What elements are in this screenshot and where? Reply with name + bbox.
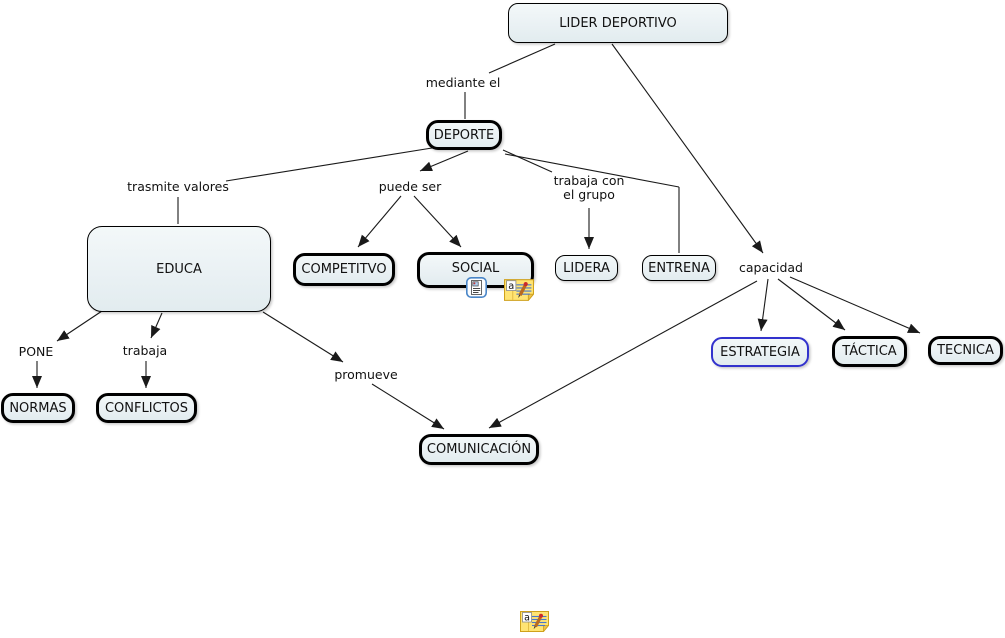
text-annotation-icon[interactable]: a: [520, 610, 550, 633]
text-annotation-icon[interactable]: a: [504, 278, 535, 302]
node-normas[interactable]: NORMAS: [1, 393, 75, 423]
annotation-letter: a: [508, 281, 514, 292]
document-image-glyph: [466, 277, 487, 298]
resource-document-icon[interactable]: [466, 277, 487, 298]
link-label-line1: trabaja con: [553, 173, 625, 188]
link-label-mediante-el[interactable]: mediante el: [425, 75, 501, 90]
link-label-puede-ser[interactable]: puede ser: [378, 179, 442, 194]
node-conflictos[interactable]: CONFLICTOS: [96, 393, 197, 423]
node-lidera[interactable]: LIDERA: [555, 255, 618, 281]
link-label-trasmite-valores[interactable]: trasmite valores: [127, 179, 229, 194]
node-tecnica[interactable]: TECNICA: [928, 336, 1003, 365]
node-competitvo[interactable]: COMPETITVO: [293, 253, 395, 286]
node-comunicacion[interactable]: COMUNICACIÓN: [419, 434, 539, 465]
link-label-promueve[interactable]: promueve: [334, 367, 398, 382]
link-label-line2: el grupo: [563, 186, 615, 202]
node-lider-deportivo[interactable]: LIDER DEPORTIVO: [508, 3, 728, 43]
annotation-note-glyph: a: [520, 611, 550, 633]
node-estrategia[interactable]: ESTRATEGIA: [711, 337, 809, 367]
link-label-trabaja[interactable]: trabaja: [122, 343, 168, 358]
annotation-note-glyph: a: [504, 279, 535, 302]
node-deporte[interactable]: DEPORTE: [426, 120, 502, 150]
annotation-letter: a: [524, 612, 530, 623]
node-educa[interactable]: EDUCA: [87, 226, 271, 312]
node-entrena[interactable]: ENTRENA: [642, 255, 716, 281]
link-label-trabaja-con-el-grupo[interactable]: trabaja con el grupo: [554, 174, 625, 201]
node-tactica[interactable]: TÁCTICA: [832, 336, 907, 367]
link-label-pone[interactable]: PONE: [18, 344, 54, 359]
link-label-capacidad[interactable]: capacidad: [738, 260, 804, 275]
